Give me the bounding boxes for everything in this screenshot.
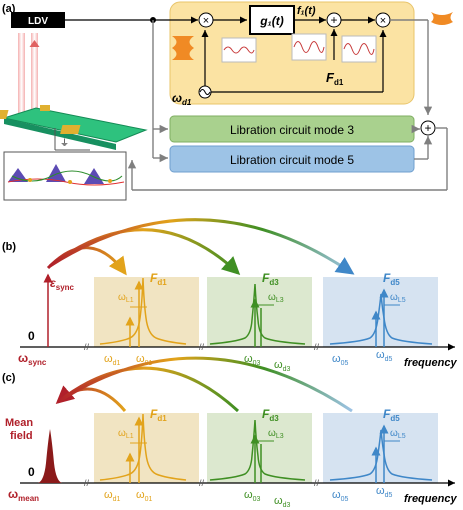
arc-to-mode3	[49, 228, 241, 276]
laser-beam-1	[18, 33, 25, 113]
adder-1-symbol: +	[330, 13, 337, 27]
frequency-c-label: frequency	[404, 493, 457, 505]
axis-break-b3: //	[314, 342, 320, 352]
wL5-c-label: ωL5	[390, 428, 406, 440]
omega-d1-label: ωd1	[172, 91, 192, 107]
panel-c-label: (c)	[2, 372, 16, 384]
fd1-b-label: Fd1	[150, 271, 167, 287]
panel-b-label: (b)	[2, 241, 16, 253]
wL3-b-label: ωL3	[268, 292, 284, 304]
omega-mean-label: ωmean	[8, 487, 39, 503]
ldv-label: LDV	[28, 16, 48, 27]
mems-device-icon	[0, 105, 148, 150]
wL3-c-label: ωL3	[268, 428, 284, 440]
frequency-b-label: frequency	[404, 357, 457, 369]
wd3-b-label: ωd3	[274, 359, 290, 373]
mode3-band	[207, 277, 312, 347]
axis-break-b: //	[84, 342, 90, 352]
arc-c-mode5	[57, 356, 353, 413]
ldv-box	[11, 12, 65, 28]
wd1-c-label: ωd1	[104, 489, 120, 503]
mean-label: Mean	[5, 417, 33, 429]
laser-beam-2	[31, 33, 38, 113]
zero-b: 0	[28, 329, 35, 343]
waveform-inset-2	[291, 33, 327, 61]
mode3-label: Libration circuit mode 3	[230, 123, 354, 137]
arc-c-mode3	[57, 366, 240, 413]
mode3-peak-b	[209, 283, 306, 347]
mode1-peak-b	[99, 277, 187, 347]
mode1-band-c	[94, 413, 199, 483]
mode5-peak-b	[329, 288, 433, 347]
w03-b-label: ω03	[244, 353, 260, 367]
wL1-b-label: ωL1	[118, 292, 134, 304]
arc-c-mode1	[55, 385, 127, 412]
mode3-peak-c	[209, 419, 306, 483]
mode5-label: Libration circuit mode 5	[230, 153, 354, 167]
mode5-band-c	[323, 413, 438, 483]
mode1-peak-c	[99, 413, 187, 483]
axis-break-c2: //	[199, 478, 205, 488]
mode1-band	[94, 277, 199, 347]
fd3-c-label: Fd3	[262, 407, 279, 423]
zero-c: 0	[28, 465, 35, 479]
beam-arrow-up	[29, 40, 40, 47]
fd1-label: Fd1	[326, 70, 344, 87]
wd5-c-label: ωd5	[376, 485, 392, 499]
mode5-peak-c	[329, 424, 433, 483]
eps-sync-label: εsync	[50, 276, 75, 292]
f1-label: f₁(t)	[297, 5, 316, 17]
mode-shape-inset	[3, 151, 127, 201]
spectrum-inset-icon	[172, 36, 194, 60]
mode5-band	[323, 277, 438, 347]
arc-to-mode5	[49, 218, 355, 275]
fd5-b-label: Fd5	[383, 271, 400, 287]
multiplier-2-symbol: ×	[380, 15, 386, 27]
mean-field-peak	[38, 429, 62, 483]
axis-break-b2: //	[199, 342, 205, 352]
field-label: field	[10, 430, 33, 442]
g1-label: g₁(t)	[259, 14, 284, 28]
w05-c-label: ω05	[332, 489, 348, 503]
wL5-b-label: ωL5	[390, 292, 406, 304]
multiplier-1-symbol: ×	[203, 15, 209, 27]
omega-sync-label: ωsync	[18, 351, 47, 367]
wd3-c-label: ωd3	[274, 495, 290, 509]
waveform-inset-1	[221, 37, 257, 63]
wd5-b-label: ωd5	[376, 349, 392, 363]
w05-b-label: ω05	[332, 353, 348, 367]
w03-c-label: ω03	[244, 489, 260, 503]
summing-node-symbol: +	[424, 121, 431, 135]
axis-break-c: //	[84, 478, 90, 488]
w01-c-label: ω01	[136, 489, 152, 503]
output-spectrum-icon	[431, 12, 453, 25]
ground-icon: ⏚	[60, 138, 69, 148]
waveform-inset-3	[341, 35, 377, 63]
wL1-c-label: ωL1	[118, 428, 134, 440]
wd1-b-label: ωd1	[104, 353, 120, 367]
fd3-b-label: Fd3	[262, 271, 279, 287]
axis-break-c3: //	[314, 478, 320, 488]
mode3-band-c	[207, 413, 312, 483]
fd1-c-label: Fd1	[150, 407, 167, 423]
fd5-c-label: Fd5	[383, 407, 400, 423]
